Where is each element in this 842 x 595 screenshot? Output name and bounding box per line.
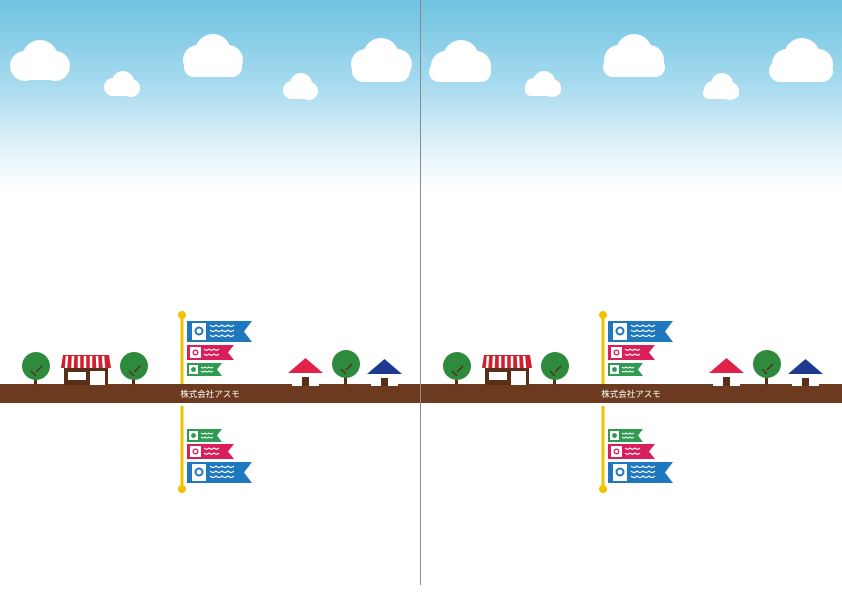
koinobori-icon [599,406,673,493]
cloud-icon [525,71,561,97]
sky [0,0,421,190]
cloud-icon [183,34,243,77]
sky [421,0,842,190]
ground [421,384,842,403]
cloud-icon [10,40,70,81]
left-panel: 株式会社アスモ [0,0,421,493]
right-panel: 株式会社アスモ [421,0,842,595]
tree-icon [541,352,569,385]
koinobori-icon [178,406,252,493]
house-icon [788,359,823,386]
cloud-icon [769,38,833,82]
cloud-icon [703,73,739,100]
shop-icon [482,355,532,385]
cloud-icon [283,73,318,100]
fold-line [420,0,421,585]
cloud-icon [429,40,491,82]
koinobori-icon [599,311,673,384]
company-name: 株式会社アスモ [601,390,661,400]
house-icon [709,358,744,386]
tree-icon [120,352,148,385]
koinobori-icon [178,311,252,384]
shop-icon [61,355,111,385]
house-icon [288,358,323,386]
ground [0,384,421,403]
cloud-icon [603,34,665,77]
tree-icon [753,350,781,385]
tree-icon [22,352,50,385]
cloud-icon [351,38,412,82]
tree-icon [332,350,360,385]
house-icon [367,359,402,386]
company-name: 株式会社アスモ [180,390,240,400]
tree-icon [443,352,471,385]
cloud-icon [104,71,140,97]
